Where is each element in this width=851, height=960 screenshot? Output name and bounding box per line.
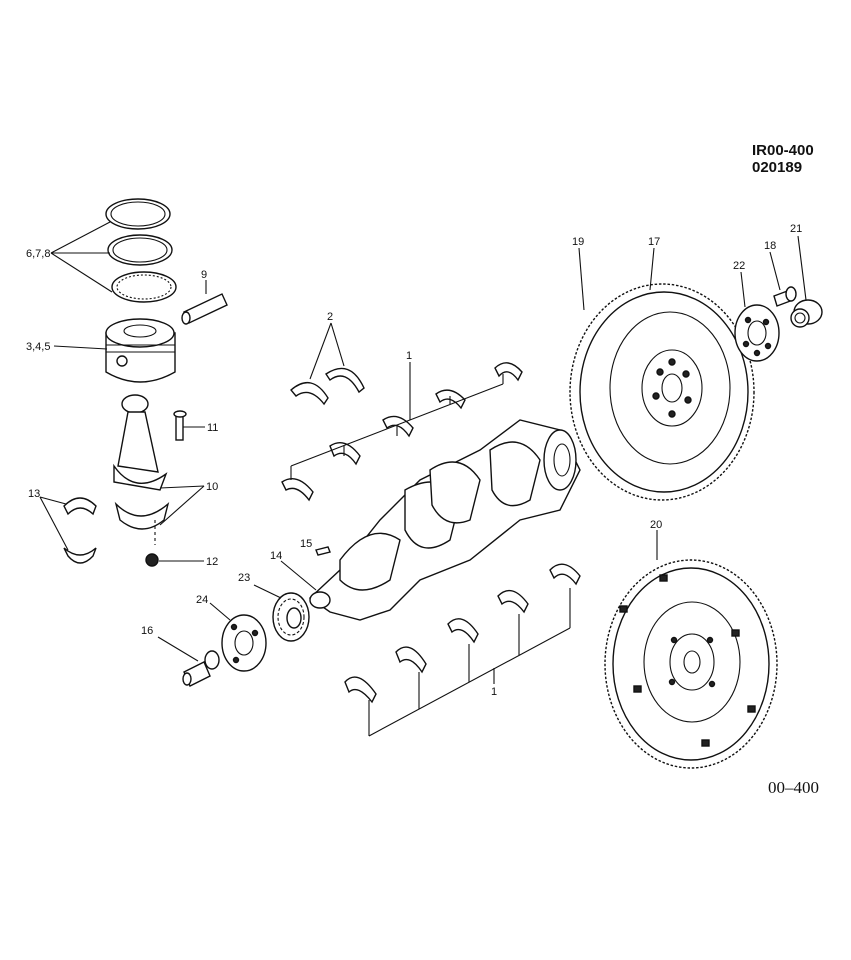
- flywheel: [569, 283, 755, 501]
- callout-crank-bolt: 16: [141, 625, 153, 637]
- pilot-bushing: [790, 299, 823, 328]
- callout-rod-bearing-shells: 13: [28, 488, 40, 500]
- crank-key: [315, 546, 331, 556]
- callout-seal: 14: [270, 550, 282, 562]
- drawing-code: IR00-400: [752, 142, 814, 159]
- flywheel-bolt: [773, 286, 797, 307]
- callout-rod-bolt: 11: [207, 422, 218, 434]
- callout-piston: 3,4,5: [26, 341, 50, 353]
- callout-rings: 6,7,8: [26, 248, 50, 260]
- connecting-rod: [113, 394, 168, 491]
- callout-pin: 9: [201, 269, 207, 281]
- thrust-washers: [290, 367, 365, 406]
- callout-bolt: 18: [764, 240, 776, 252]
- callout-bushing: 21: [790, 223, 802, 235]
- callout-pulley-hub: 24: [196, 594, 208, 606]
- callout-sprocket: 23: [238, 572, 250, 584]
- callout-flexplate: 20: [650, 519, 662, 531]
- piston-pin: [181, 293, 228, 325]
- crank-bolt: [182, 650, 220, 687]
- callout-rod-parts: 10: [206, 481, 218, 493]
- flexplate: [604, 559, 778, 769]
- piston: [105, 318, 176, 383]
- main-bearings-lower: [344, 563, 581, 704]
- callout-main-bearings-lower: 1: [491, 686, 497, 698]
- adapter-plate: [734, 304, 780, 362]
- page-reference: 00–400: [768, 778, 819, 797]
- crankshaft: [308, 419, 581, 621]
- callout-flywheel: 17: [648, 236, 660, 248]
- rod-bearing-shells: [63, 497, 97, 564]
- callout-thrust-washers: 2: [327, 311, 333, 323]
- callout-rod-nut: 12: [206, 556, 218, 568]
- rod-bolt: [173, 410, 187, 441]
- callout-plate: 22: [733, 260, 745, 272]
- callout-main-bearings-upper: 1: [406, 350, 412, 362]
- rod-nut: [145, 553, 159, 567]
- callout-flywheel-ring: 19: [572, 236, 584, 248]
- rod-cap: [114, 501, 170, 545]
- date-code: 020189: [752, 159, 803, 176]
- callout-key: 15: [300, 538, 312, 550]
- timing-sprocket: [272, 592, 310, 642]
- piston-rings: [105, 198, 177, 303]
- pulley-hub: [221, 614, 267, 672]
